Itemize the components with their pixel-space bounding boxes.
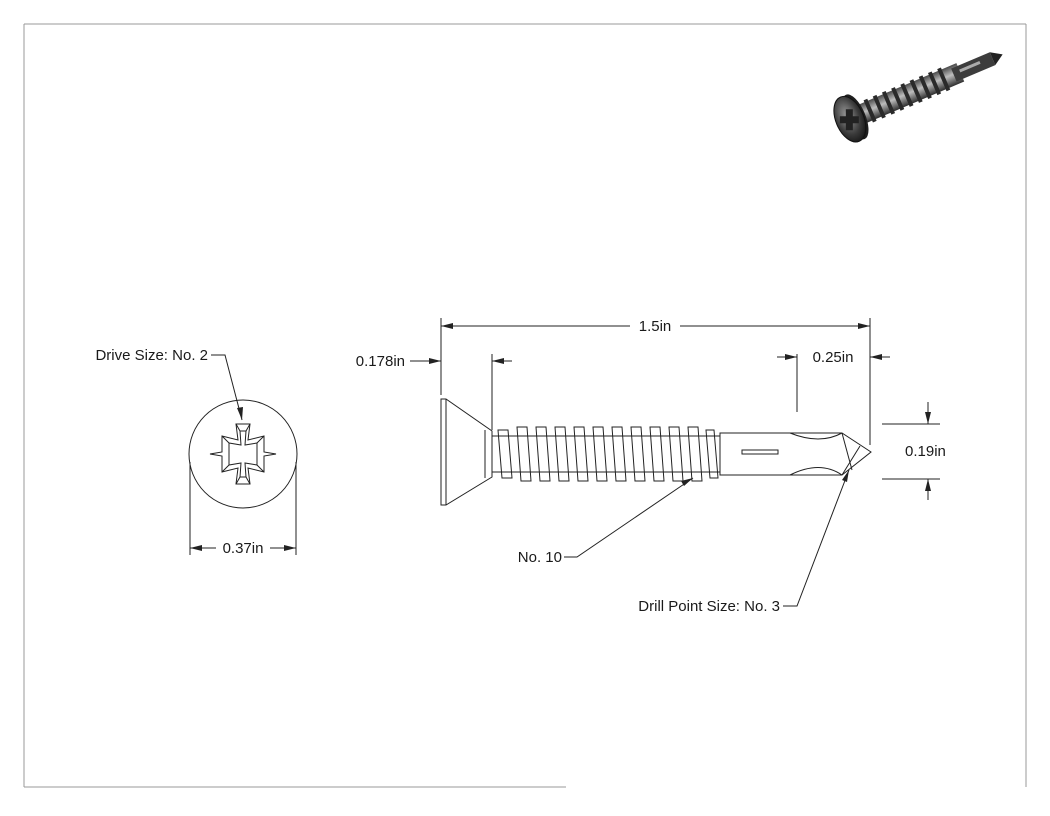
thread-crests — [497, 426, 719, 482]
dimension-overall-length: 1.5in — [440, 318, 871, 445]
head-end-view: 0.37in Drive Size: No. 2 — [95, 347, 298, 557]
callout-drill-point-size: Drill Point Size: No. 3 — [638, 469, 850, 615]
drill-point-size-label: Drill Point Size: No. 3 — [638, 598, 780, 615]
drawing-border — [23, 23, 1027, 788]
drill-point-length-label: 0.25in — [813, 349, 854, 366]
head-outline — [188, 399, 298, 509]
thread-size-label: No. 10 — [518, 549, 562, 566]
dimension-point-diameter: 0.19in — [882, 402, 946, 500]
head-height-label: 0.178in — [356, 353, 405, 370]
point-diameter-label: 0.19in — [905, 443, 946, 460]
drive-size-label: Drive Size: No. 2 — [95, 347, 208, 364]
isometric-screw-thumbnail — [833, 52, 1003, 143]
overall-length-label: 1.5in — [639, 318, 672, 335]
screw-side-view — [440, 398, 872, 506]
callout-drive-size: Drive Size: No. 2 — [95, 347, 243, 421]
dimension-head-height: 0.178in — [356, 353, 512, 430]
screw-head-side — [440, 398, 493, 506]
dimension-drill-point-length: 0.25in — [777, 349, 890, 412]
head-diameter-label: 0.37in — [223, 540, 264, 557]
dimension-head-diameter: 0.37in — [189, 462, 297, 557]
drill-point-body — [719, 432, 872, 476]
callout-thread-size: No. 10 — [518, 477, 694, 566]
phillips-recess-icon — [209, 423, 277, 485]
